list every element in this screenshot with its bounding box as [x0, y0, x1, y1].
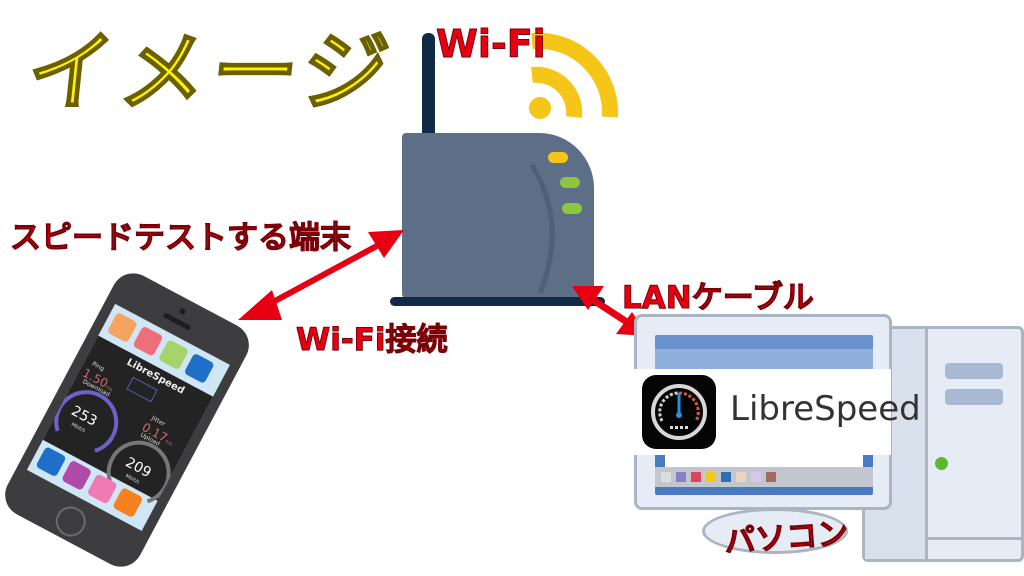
librespeed-logo-text: LibreSpeed	[730, 389, 921, 429]
diagram-title: イメージ	[22, 22, 401, 124]
app-icon[interactable]	[183, 352, 215, 384]
app-icon[interactable]	[158, 339, 190, 371]
wifi-label: Wi-Fi	[436, 22, 547, 67]
dock-icon[interactable]	[766, 472, 776, 482]
wifi-connection-label: Wi-Fi接続	[296, 322, 448, 359]
phone-camera	[178, 307, 187, 316]
router	[390, 25, 620, 310]
app-icon[interactable]	[35, 446, 67, 478]
router-led-3	[562, 203, 582, 214]
device-label: スピードテストする端末	[10, 220, 352, 257]
phone-screen: LibreSpeed Ping 1.50ms Jitter 0.17ms Dow…	[26, 303, 230, 531]
dock-icon[interactable]	[706, 472, 716, 482]
dock-icon[interactable]	[751, 472, 761, 482]
router-led-1	[548, 152, 568, 163]
phone-body: LibreSpeed Ping 1.50ms Jitter 0.17ms Dow…	[0, 265, 257, 575]
speedometer-icon	[642, 375, 716, 449]
dock-icon[interactable]	[661, 472, 671, 482]
lan-cable-label: LANケーブル	[622, 280, 815, 317]
phone-speaker	[162, 312, 192, 331]
drive-bay-2	[945, 389, 1003, 405]
app-icon[interactable]	[106, 311, 138, 344]
power-led	[935, 457, 948, 470]
dock-icon[interactable]	[691, 472, 701, 482]
pc-label: パソコン	[723, 515, 850, 561]
drive-bay-1	[945, 363, 1003, 379]
home-button[interactable]	[50, 501, 92, 542]
router-led-2	[560, 177, 580, 188]
smartphone: LibreSpeed Ping 1.50ms Jitter 0.17ms Dow…	[0, 265, 260, 575]
app-icon[interactable]	[61, 459, 93, 491]
router-base	[390, 297, 605, 306]
app-icon[interactable]	[132, 325, 164, 357]
router-curve	[529, 163, 555, 294]
dock-icon[interactable]	[721, 472, 731, 482]
window-toolbar	[655, 349, 873, 371]
librespeed-logo-banner: LibreSpeed	[632, 369, 921, 455]
window-titlebar	[655, 335, 873, 349]
wifi-signal-icon	[529, 32, 619, 119]
dock-icon[interactable]	[676, 472, 686, 482]
dock-icon[interactable]	[736, 472, 746, 482]
taskbar	[655, 467, 873, 487]
router-antenna	[422, 33, 435, 153]
